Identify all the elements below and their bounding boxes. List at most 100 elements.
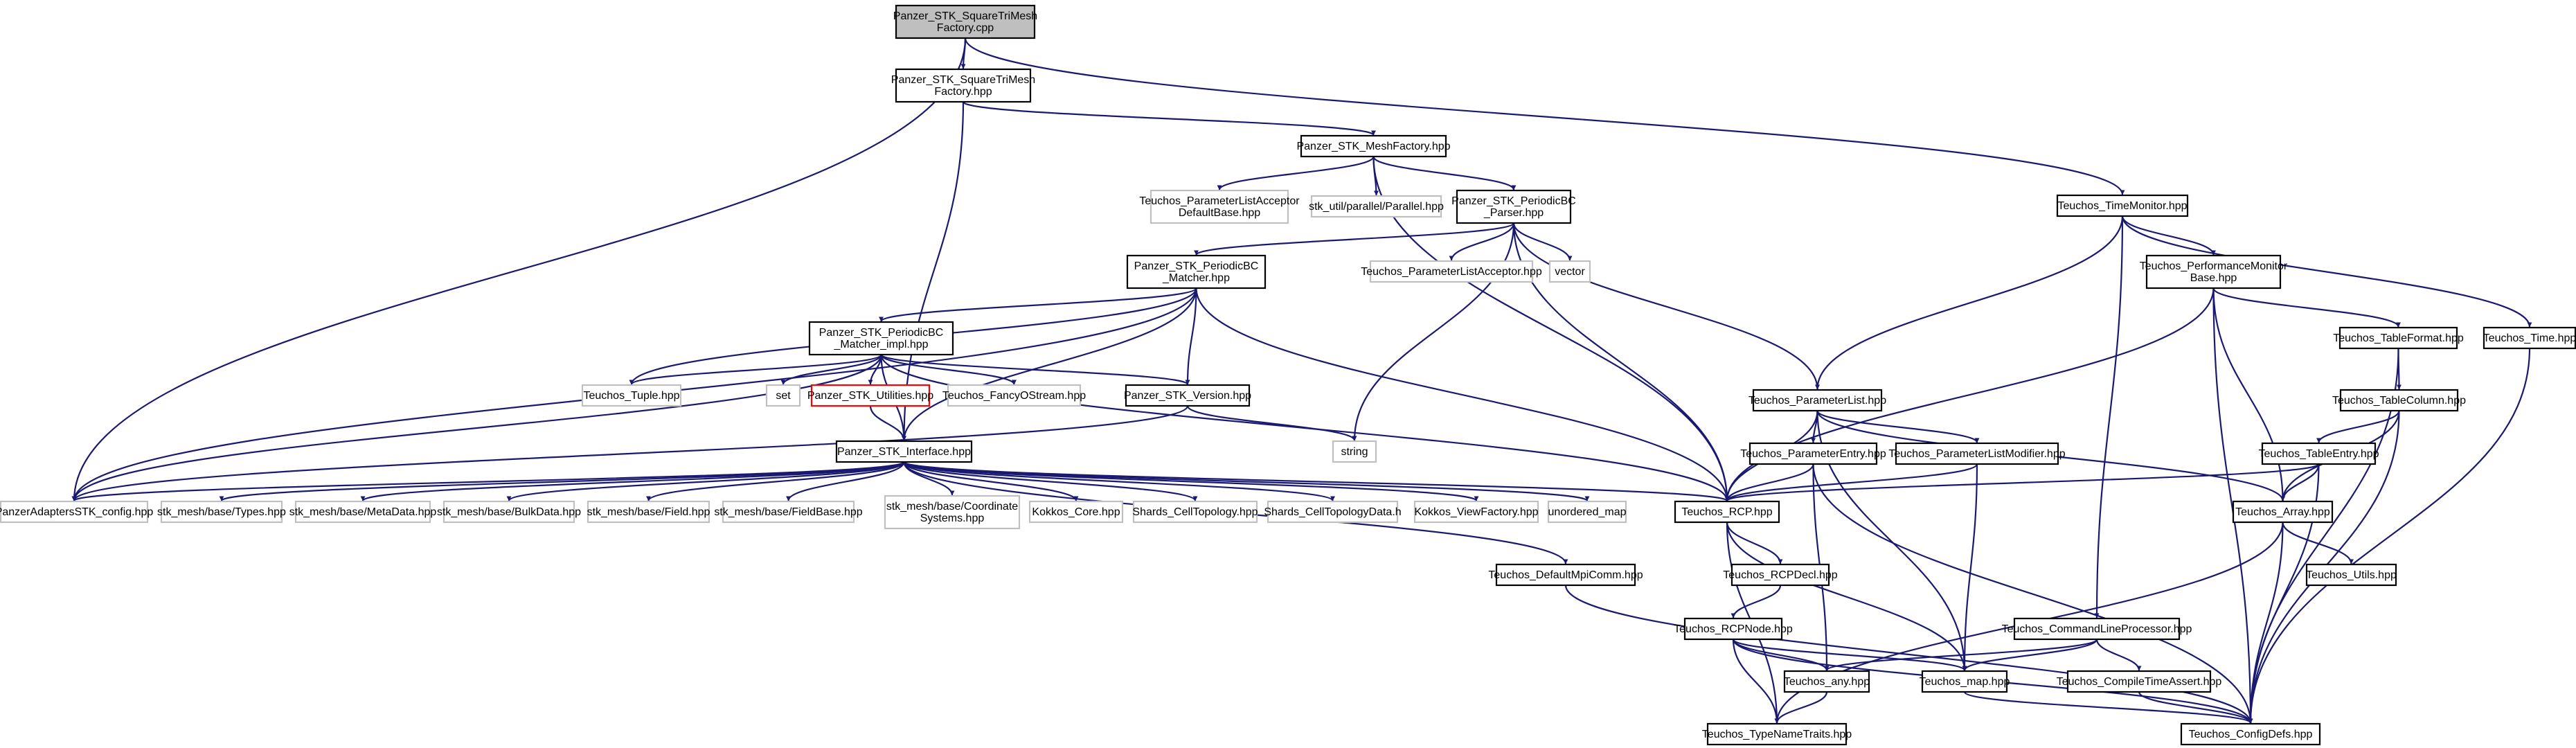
node-label-set-0: set (776, 390, 791, 402)
node-label-tablecolumn-0: Teuchos_TableColumn.hpp (2332, 395, 2466, 407)
node-box-cmdline (2013, 617, 2181, 641)
node-meshfactory[interactable]: Panzer_STK_MeshFactory.hpp (1296, 134, 1451, 158)
node-label-cellhpp-0: Shards_CellTopology.hpp (1132, 506, 1258, 518)
node-box-utils (2305, 563, 2397, 587)
node-rcpnode[interactable]: Teuchos_RCPNode.hpp (1674, 617, 1793, 641)
node-label-viewfactory-0: Kokkos_ViewFactory.hpp (1414, 506, 1538, 518)
node-paramlist[interactable]: Teuchos_ParameterList.hpp (1748, 389, 1886, 412)
node-label-rcpdecl-0: Teuchos_RCPDecl.hpp (1723, 569, 1838, 581)
node-label-vector-0: vector (1555, 266, 1585, 278)
node-box-stkinterface (835, 440, 973, 463)
node-label-types-0: stk_mesh/base/Types.hpp (157, 506, 286, 518)
node-box-periodicmatcher (1126, 254, 1267, 290)
node-tableformat[interactable]: Teuchos_TableFormat.hpp (2333, 326, 2464, 350)
node-label-cmdline-0: Teuchos_CommandLineProcessor.hpp (2002, 623, 2192, 635)
node-field: stk_mesh/base/Field.hpp (587, 500, 710, 524)
node-box-celldata (1267, 500, 1399, 524)
edge-root-to-timemonitor (964, 37, 2125, 195)
node-box-map (1921, 670, 2008, 693)
edge-tablecolumn-to-tableentry (2316, 410, 2400, 443)
node-teuchostime[interactable]: Teuchos_Time.hpp (2483, 326, 2576, 350)
nodes-layer: Panzer_STK_SquareTriMeshFactory.cppPanze… (0, 4, 2576, 746)
node-label-fieldbase-0: stk_mesh/base/FieldBase.hpp (714, 506, 862, 518)
node-array[interactable]: Teuchos_Array.hpp (2232, 500, 2334, 524)
node-plmodifier[interactable]: Teuchos_ParameterListModifier.hpp (1888, 442, 2066, 465)
edge-perfmon-to-configdefs (2212, 287, 2253, 724)
node-box-teuchostime (2483, 326, 2576, 350)
node-any[interactable]: Teuchos_any.hpp (1784, 670, 1870, 693)
edge-paramlist-to-plmodifier (1816, 410, 1980, 443)
node-cmdline[interactable]: Teuchos_CommandLineProcessor.hpp (2002, 617, 2192, 641)
node-label-timemonitor-0: Teuchos_TimeMonitor.hpp (2057, 200, 2187, 212)
node-box-tablecolumn (2339, 389, 2459, 412)
edge-sqtri_hpp-to-meshfactory (962, 100, 1376, 136)
node-mpicomm[interactable]: Teuchos_DefaultMpiComm.hpp (1488, 563, 1643, 587)
edge-rcpnode-to-any (1732, 639, 1830, 671)
node-compiletime[interactable]: Teuchos_CompileTimeAssert.hpp (2057, 670, 2222, 693)
node-label-placcdefault-1: DefaultBase.hpp (1179, 207, 1260, 219)
node-matcherimpl[interactable]: Panzer_STK_PeriodicBC_Matcher_impl.hpp (808, 321, 954, 356)
node-label-rcp-0: Teuchos_RCP.hpp (1681, 506, 1772, 518)
node-box-array (2232, 500, 2334, 524)
node-box-timemonitor (2056, 194, 2189, 217)
node-box-stkparallel (1310, 195, 1442, 218)
node-box-rcpdecl (1730, 563, 1830, 587)
node-typename[interactable]: Teuchos_TypeNameTraits.hpp (1702, 722, 1852, 746)
node-periodicparser[interactable]: Panzer_STK_PeriodicBC_Parser.hpp (1451, 189, 1576, 224)
node-tableentry[interactable]: Teuchos_TableEntry.hpp (2258, 442, 2379, 465)
node-version[interactable]: Panzer_STK_Version.hpp (1124, 384, 1251, 407)
edge-tableentry-to-rcp (1724, 463, 2320, 502)
edge-stkinterface-to-cellhpp (903, 461, 1198, 502)
edge-stkinterface-to-celldata (903, 461, 1335, 502)
edge-periodicmatcher-to-version (1185, 287, 1197, 385)
node-label-matcherimpl-0: Panzer_STK_PeriodicBC (819, 327, 944, 339)
node-map[interactable]: Teuchos_map.hpp (1920, 670, 2010, 693)
edge-version-to-string (1186, 405, 1357, 441)
node-label-perfmon-0: Teuchos_PerformanceMonitor (2140, 260, 2288, 272)
node-rcp[interactable]: Teuchos_RCP.hpp (1674, 500, 1780, 524)
node-box-root (895, 4, 1036, 39)
node-label-tableformat-0: Teuchos_TableFormat.hpp (2333, 332, 2464, 344)
edge-paramentry-to-configdefs (1812, 463, 2253, 724)
node-label-periodicparser-1: _Parser.hpp (1483, 207, 1544, 219)
edges-layer (71, 37, 2532, 724)
node-label-rcpnode-0: Teuchos_RCPNode.hpp (1674, 623, 1793, 635)
node-set: set (765, 384, 801, 407)
node-utilities[interactable]: Panzer_STK_Utilities.hpp (807, 384, 933, 407)
edge-stkinterface-to-rcp (903, 461, 1730, 502)
node-timemonitor[interactable]: Teuchos_TimeMonitor.hpp (2056, 194, 2189, 217)
node-box-tuple (581, 384, 682, 407)
edge-periodicparser-to-rcp (1512, 222, 1730, 501)
node-stkinterface[interactable]: Panzer_STK_Interface.hpp (835, 440, 973, 463)
node-label-metadata-0: stk_mesh/base/MetaData.hpp (289, 506, 437, 518)
node-label-configdefs-0: Teuchos_ConfigDefs.hpp (2189, 729, 2313, 740)
node-label-placcdefault-0: Teuchos_ParameterListAcceptor (1139, 195, 1300, 207)
edge-mpicomm-to-configdefs (1564, 585, 2253, 724)
edge-stkinterface-to-fieldbase (786, 461, 905, 501)
edge-cmdline-to-map (1962, 639, 2098, 671)
node-label-array-0: Teuchos_Array.hpp (2235, 506, 2330, 518)
edge-rcpnode-to-typename (1732, 639, 1780, 724)
node-label-tableentry-0: Teuchos_TableEntry.hpp (2258, 448, 2379, 460)
node-unordered: unordered_map (1547, 500, 1627, 524)
node-box-utilities (810, 384, 931, 407)
node-paramentry[interactable]: Teuchos_ParameterEntry.hpp (1740, 442, 1886, 465)
node-rcpdecl[interactable]: Teuchos_RCPDecl.hpp (1723, 563, 1838, 587)
node-label-stkparallel-0: stk_util/parallel/Parallel.hpp (1309, 201, 1444, 213)
node-utils[interactable]: Teuchos_Utils.hpp (2305, 563, 2397, 587)
edge-utilities-to-stkinterface (869, 405, 906, 441)
node-box-field (587, 500, 710, 524)
node-cellhpp: Shards_CellTopology.hpp (1132, 500, 1258, 524)
node-box-viewfactory (1413, 500, 1539, 524)
node-tablecolumn[interactable]: Teuchos_TableColumn.hpp (2332, 389, 2466, 412)
node-periodicmatcher[interactable]: Panzer_STK_PeriodicBC_Matcher.hpp (1126, 254, 1267, 290)
node-label-bulkdata-0: stk_mesh/base/BulkData.hpp (437, 506, 581, 518)
node-configdefs[interactable]: Teuchos_ConfigDefs.hpp (2180, 722, 2321, 746)
edge-matcherimpl-to-fancyostream (880, 354, 1017, 385)
node-label-string-0: string (1341, 446, 1368, 458)
node-box-types (160, 500, 283, 524)
